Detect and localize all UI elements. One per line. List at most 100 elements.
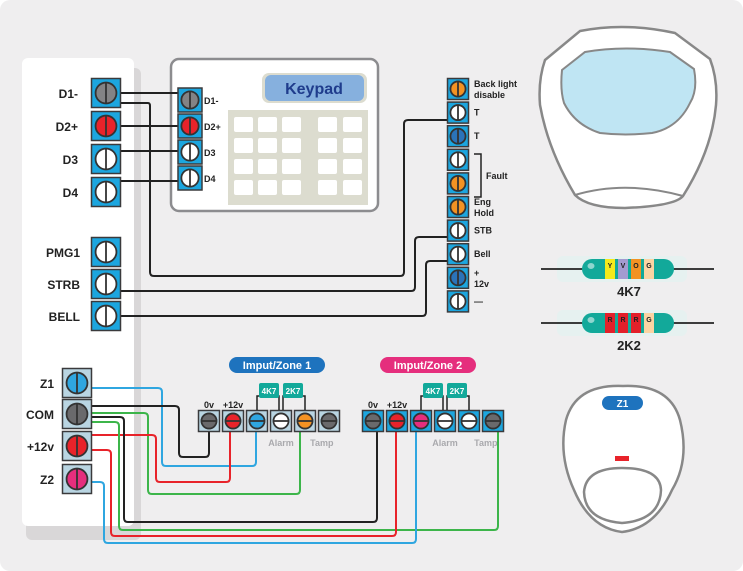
zone-resistor-tag-label: 4K7 xyxy=(262,387,277,396)
zone-1-terminal-0[interactable] xyxy=(197,409,221,433)
keypad-key[interactable] xyxy=(282,138,301,153)
keypad-key[interactable] xyxy=(258,138,277,153)
siren-terminal-8[interactable] xyxy=(446,266,470,290)
control-panel-board xyxy=(22,58,134,526)
zone-1-terminal-1[interactable] xyxy=(221,409,245,433)
siren-terminal-0[interactable] xyxy=(446,77,470,101)
fault-bracket xyxy=(474,153,482,198)
resistor-band xyxy=(631,259,641,279)
keypad-key[interactable] xyxy=(343,159,362,174)
zone-resistor-tag xyxy=(283,383,303,398)
siren-terminal-9[interactable] xyxy=(446,290,470,313)
keypad-key[interactable] xyxy=(282,180,301,195)
wire-z2-alarm xyxy=(92,429,417,544)
keypad-key[interactable] xyxy=(234,138,253,153)
siren-terminal-5[interactable] xyxy=(446,195,470,219)
keypad-key[interactable] xyxy=(282,117,301,132)
zone-2-terminal-0[interactable] xyxy=(361,409,385,433)
keypad-key[interactable] xyxy=(318,159,337,174)
wire-com-zone2-tamp xyxy=(92,421,499,531)
zone-2-terminal-4[interactable] xyxy=(457,409,481,433)
keypad-key[interactable] xyxy=(318,138,337,153)
keypad-title: Keypad xyxy=(285,81,343,98)
siren-terminal-label: Back light xyxy=(474,79,517,89)
keypad-terminal-label: D4 xyxy=(204,174,216,184)
resistor-value-label: 2K2 xyxy=(617,338,641,353)
wire-com-zone1-tamp xyxy=(92,412,301,495)
zone-1-terminal-2[interactable] xyxy=(245,409,269,433)
panel-terminal-label: D4 xyxy=(63,186,79,200)
panel-terminal-label: D2+ xyxy=(56,120,78,134)
panel-terminal-d2[interactable] xyxy=(90,110,122,142)
keypad-key[interactable] xyxy=(258,180,277,195)
zone-resistor-tag xyxy=(423,383,443,398)
panel-terminal-pmg1[interactable] xyxy=(90,236,122,268)
wire-12v-zone1 xyxy=(92,429,231,483)
keypad-key[interactable] xyxy=(343,138,362,153)
keypad-key[interactable] xyxy=(343,117,362,132)
siren-terminal-4[interactable] xyxy=(446,172,470,195)
siren-terminal-3[interactable] xyxy=(446,148,470,172)
resistor-band-code: V xyxy=(621,263,626,270)
siren-terminal-label: disable xyxy=(474,90,505,100)
zone-2-terminal-2[interactable] xyxy=(409,409,433,433)
keypad-terminal-d1[interactable] xyxy=(177,87,203,113)
keypad-terminal-d2[interactable] xyxy=(177,113,203,139)
keypad-terminal-label: D3 xyxy=(204,148,216,158)
panel-terminal-d4[interactable] xyxy=(90,176,122,208)
panel-terminal-label: Z2 xyxy=(40,473,54,487)
wire-com-zone1-0v xyxy=(92,405,210,458)
siren-terminal-1[interactable] xyxy=(446,101,470,124)
keypad-key[interactable] xyxy=(318,117,337,132)
wires xyxy=(92,92,499,544)
keypad-terminal-d4[interactable] xyxy=(177,165,203,191)
panel-terminal-bell[interactable] xyxy=(90,300,122,332)
zone-1-terminal-4[interactable] xyxy=(293,409,317,433)
resistor-band-code: Y xyxy=(608,263,613,270)
siren-terminal-7[interactable] xyxy=(446,242,470,266)
panel-terminal-12v[interactable] xyxy=(61,430,93,462)
siren-terminal-2[interactable] xyxy=(446,124,470,148)
zone-2-terminal-3[interactable] xyxy=(433,409,457,433)
fault-label: Fault xyxy=(486,171,508,181)
zone-resistor-tag-label: 4K7 xyxy=(426,387,441,396)
panel-terminal-d1[interactable] xyxy=(90,77,122,109)
keypad-key[interactable] xyxy=(258,117,277,132)
panel-terminal-z1[interactable] xyxy=(61,367,93,399)
panel-terminal-label: D1- xyxy=(59,87,78,101)
zone-2-terminal-1[interactable] xyxy=(385,409,409,433)
panel-terminal-d3[interactable] xyxy=(90,143,122,175)
zone-2-terminal-5[interactable] xyxy=(481,409,505,433)
keypad-key[interactable] xyxy=(234,180,253,195)
keypad-terminal-d3[interactable] xyxy=(177,139,203,165)
panel-terminal-z2[interactable] xyxy=(61,463,93,495)
siren-terminal-label: Eng xyxy=(474,197,491,207)
keypad-key[interactable] xyxy=(258,159,277,174)
zone-title-badge xyxy=(380,357,476,373)
zone-resistor-tag xyxy=(447,383,467,398)
zone-resistor-tag xyxy=(259,383,279,398)
zone-tamp-label: Tamp xyxy=(474,438,498,448)
siren-terminal-label: T xyxy=(474,108,480,118)
keypad-key[interactable] xyxy=(234,117,253,132)
zone-1-terminal-3[interactable] xyxy=(269,409,293,433)
keypad-key[interactable] xyxy=(282,159,301,174)
pir-detector-icon: Z1 xyxy=(562,384,685,534)
zone-title-badge xyxy=(229,357,325,373)
panel-terminal-com[interactable] xyxy=(61,398,93,430)
keypad-key[interactable] xyxy=(234,159,253,174)
keypad-key[interactable] xyxy=(318,180,337,195)
keypad-key[interactable] xyxy=(343,180,362,195)
siren-terminal-label: 12v xyxy=(474,279,489,289)
siren-terminal-label: Hold xyxy=(474,208,494,218)
wire-com-zone2-0v xyxy=(92,416,378,523)
zone-1-terminal-5[interactable] xyxy=(317,409,341,433)
siren-terminal-6[interactable] xyxy=(446,219,470,242)
panel-terminal-strb[interactable] xyxy=(90,268,122,300)
